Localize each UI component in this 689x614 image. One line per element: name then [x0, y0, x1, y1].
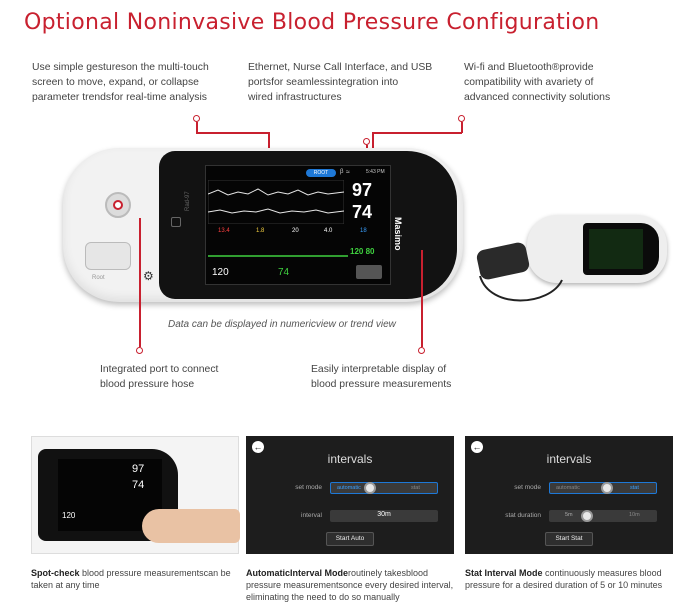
gear-icon[interactable]: ⚙ [143, 269, 154, 283]
small-values-row: 13.4 1.8 20 4.0 18 [210, 228, 388, 240]
monitor-screen: ROOT ≈ β 5:43 PM 97 74 13.4 1.8 20 4.0 1… [205, 165, 391, 285]
leader-dot-ethernet [363, 138, 370, 145]
small-value: 18 [360, 228, 367, 234]
auto-mode-right: stat [411, 485, 420, 491]
start-auto-button[interactable]: Start Auto [326, 532, 374, 546]
bp-trend [208, 255, 348, 257]
caption-spot-check: Spot-check blood pressure measurementsca… [31, 567, 239, 591]
small-screen-display [589, 229, 643, 269]
rainbow-label: Root [92, 275, 105, 281]
status-pill: ROOT [306, 169, 336, 177]
caption-stat-interval: Stat Interval Mode continuously measures… [465, 567, 675, 591]
pulse-value: 97 [352, 180, 373, 200]
leader-line-wifi-v [461, 122, 463, 133]
stat-mode-left: automatic [556, 485, 580, 491]
leader-dot-wifi [458, 115, 465, 122]
start-stat-button[interactable]: Start Stat [545, 532, 593, 546]
small-monitor-screen [583, 223, 659, 275]
stat-duration-knob[interactable] [581, 510, 593, 522]
caption-auto-interval: AutomaticInterval Moderoutinely takesblo… [246, 567, 458, 603]
masimo-logo: Masimo [393, 217, 403, 251]
waveform-line-1 [208, 188, 344, 196]
leader-line-port [139, 218, 141, 347]
auto-mode-toggle[interactable]: automatic stat [330, 482, 438, 494]
leader-dot-gestures [193, 115, 200, 122]
waveform-frame [208, 180, 344, 224]
photo-pulse: 97 [132, 463, 145, 475]
auto-header: intervals [327, 452, 373, 466]
finger [142, 509, 240, 543]
leader-line-gestures-h [196, 132, 269, 134]
back-icon[interactable]: ← [471, 441, 483, 453]
stat-duration-label: stat duration [505, 512, 541, 519]
auto-interval-label: interval [301, 512, 322, 519]
leader-line-display [421, 250, 423, 347]
stat-header: intervals [546, 452, 592, 466]
stat-interval-panel: ← intervals set mode automatic stat stat… [465, 436, 673, 554]
leader-dot-display [418, 347, 425, 354]
stat-duration-right: 10m [629, 512, 640, 518]
bp-label: 120 [212, 267, 229, 278]
auto-mode-left: automatic [337, 485, 361, 491]
home-button[interactable] [171, 217, 181, 227]
caption-stat-text: continuously measures blood pressure for… [465, 568, 663, 590]
caption-spot-bold: Spot-check [31, 568, 80, 578]
view-caption: Data can be displayed in numericview or … [168, 319, 396, 330]
stat-set-mode-label: set mode [514, 484, 541, 491]
hose-port[interactable] [105, 192, 131, 218]
pr-label: 74 [278, 267, 290, 278]
auto-set-mode-label: set mode [295, 484, 322, 491]
leader-line-wifi-h [372, 132, 462, 134]
waveform-panel [208, 180, 344, 224]
spot-check-photo: 97 74 120 [31, 436, 240, 554]
screen-bezel: Rad-97 ROOT ≈ β 5:43 PM 97 74 13.4 1.8 2… [143, 151, 457, 299]
callout-ethernet: Ethernet, Nurse Call Interface, and USB … [248, 62, 433, 103]
wifi-icon: ≈ [346, 169, 350, 176]
stat-duration-toggle[interactable]: 5m 10m [549, 510, 657, 522]
time-display: 5:43 PM [366, 169, 385, 175]
callout-port: Integrated port to connect blood pressur… [100, 364, 219, 390]
photo-spo2: 74 [132, 479, 145, 491]
bluetooth-icon: β [340, 169, 344, 175]
callout-gestures: Use simple gestureson the multi-touch sc… [32, 62, 209, 103]
stat-duration-left: 5m [565, 512, 573, 518]
small-monitor-device [527, 215, 667, 283]
cuff-hose [479, 275, 563, 302]
small-value: 4.0 [324, 228, 333, 234]
back-icon[interactable]: ← [252, 441, 264, 453]
side-label: Rad-97 [185, 191, 191, 211]
bp-value: 120 80 [350, 247, 375, 256]
caption-auto-text: routinely takesblood pressure measuremen… [246, 568, 454, 602]
auto-interval-field[interactable]: 30m [330, 510, 438, 522]
callout-display: Easily interpretable display of blood pr… [311, 364, 452, 390]
stat-mode-knob[interactable] [601, 482, 613, 494]
hose-port-inner [113, 200, 123, 210]
auto-interval-panel: ← intervals set mode automatic stat inte… [246, 436, 454, 554]
caption-auto-bold: AutomaticInterval Mode [246, 568, 349, 578]
monitor-device: Root Rad-97 ROOT ≈ β 5:43 PM 97 74 13.4 … [63, 148, 463, 302]
caption-stat-bold: Stat Interval Mode [465, 568, 543, 578]
small-value: 1.8 [256, 228, 265, 234]
waveform-line-2 [208, 208, 344, 214]
stat-mode-right: stat [630, 485, 639, 491]
leader-dot-port [136, 347, 143, 354]
photo-bp: 120 [62, 511, 76, 520]
caption-spot-text: blood pressure measurementscan be taken … [31, 568, 231, 590]
spo2-value: 74 [352, 202, 373, 222]
small-value: 20 [292, 228, 299, 234]
bp-start-button[interactable] [356, 265, 382, 279]
small-value: 13.4 [218, 228, 230, 234]
auto-interval-value: 30m [377, 511, 391, 518]
card-slot: Root [85, 242, 131, 281]
leader-line-gestures-v [196, 122, 198, 133]
auto-mode-knob[interactable] [364, 482, 376, 494]
page-title: Optional Noninvasive Blood Pressure Conf… [24, 10, 600, 35]
callout-wifi: Wi-fi and Bluetooth®provide compatibilit… [464, 62, 611, 103]
cuff-hose-path [479, 275, 563, 302]
